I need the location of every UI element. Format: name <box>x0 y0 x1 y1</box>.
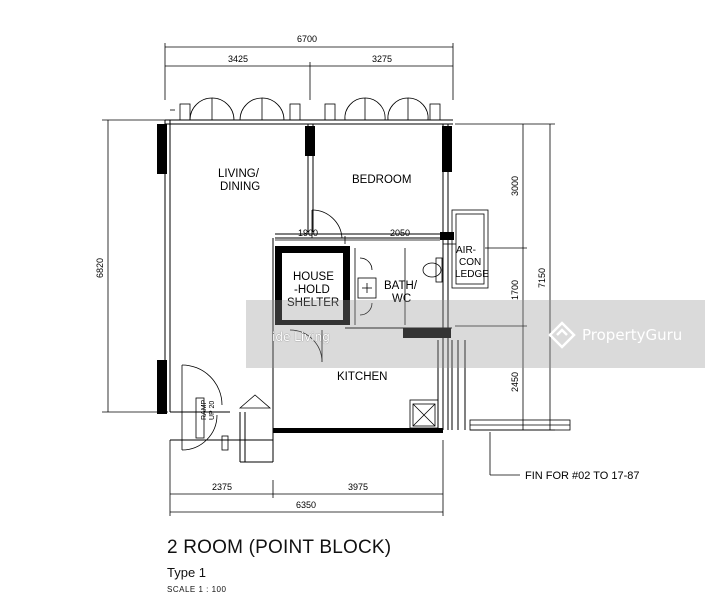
aircon-label-3: LEDGE <box>455 269 489 280</box>
aircon-ledge <box>443 209 489 289</box>
right-dimensions <box>455 123 555 431</box>
fin-note: FIN FOR #02 TO 17-87 <box>525 470 640 482</box>
dim-bottom-total: 6350 <box>296 500 316 510</box>
aircon-label-2: CON <box>459 257 481 268</box>
bath-fixtures <box>357 257 443 299</box>
dim-mid-right: 2050 <box>390 228 410 238</box>
dim-right-1700: 1700 <box>510 280 520 300</box>
propertyguru-logo: PropertyGuru <box>548 320 698 350</box>
fin <box>469 419 571 476</box>
watermark-left-text: ide Living <box>272 330 330 344</box>
columns <box>157 124 454 433</box>
dim-top-total: 6700 <box>297 34 317 44</box>
dim-mid-left: 1900 <box>298 228 318 238</box>
bedroom-label: BEDROOM <box>352 174 411 186</box>
kitchen-fixtures <box>409 399 439 429</box>
dim-right-3000: 3000 <box>510 176 520 196</box>
dim-top-right: 3275 <box>372 54 392 64</box>
kitchen-label: KITCHEN <box>337 371 387 383</box>
bath-label-2: WC <box>392 293 411 305</box>
mid-dimensions <box>275 236 440 244</box>
shelter-label-3: SHELTER <box>287 297 339 309</box>
doors <box>181 209 373 451</box>
plan-title: 2 ROOM (POINT BLOCK) <box>167 537 392 558</box>
bath-label-1: BATH/ <box>384 280 418 292</box>
dim-bottom-left: 2375 <box>212 482 232 492</box>
top-dimensions <box>164 43 454 100</box>
shelter-label-1: HOUSE <box>293 271 334 283</box>
watermark-band <box>246 300 705 368</box>
shelter-label-2: -HOLD <box>294 284 330 296</box>
plan-subtitle: Type 1 <box>167 565 207 580</box>
entry-ramp <box>195 394 272 451</box>
dim-right-2450: 2450 <box>510 372 520 392</box>
living-label-1: LIVING/ <box>218 168 260 180</box>
dim-top-left: 3425 <box>228 54 248 64</box>
top-windows <box>170 97 441 121</box>
propertyguru-mark-icon <box>548 321 576 349</box>
ramp-label-2: UP 20 <box>209 401 216 420</box>
bottom-dimensions <box>169 440 444 516</box>
aircon-label-1: AIR- <box>456 245 476 256</box>
living-label-2: DINING <box>220 181 260 193</box>
dim-right-total: 7150 <box>537 268 547 288</box>
ramp-label-1: RAMP <box>201 399 208 420</box>
watermark-brand: PropertyGuru <box>582 326 683 344</box>
dim-left-total: 6820 <box>95 258 105 278</box>
dim-bottom-right: 3975 <box>348 482 368 492</box>
plan-scale: SCALE 1 : 100 <box>167 585 227 594</box>
